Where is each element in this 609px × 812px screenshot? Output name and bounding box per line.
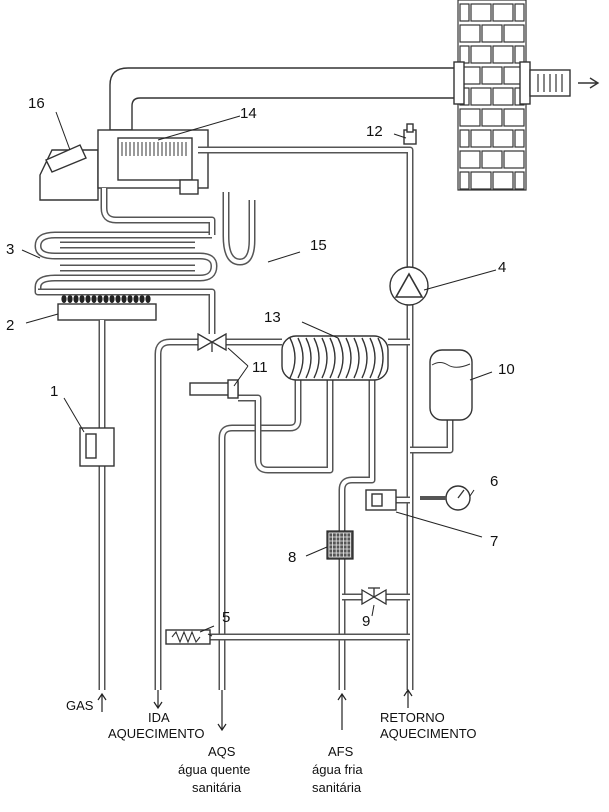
expansion-vessel bbox=[429, 349, 473, 421]
circulation-pump bbox=[389, 266, 429, 306]
flow-switch bbox=[165, 629, 211, 645]
callout-13: 13 bbox=[264, 309, 281, 326]
callout-8: 8 bbox=[288, 549, 296, 566]
condensate-trap bbox=[222, 192, 256, 266]
label-afs-2: água fria bbox=[312, 762, 363, 777]
label-aqs-3: sanitária bbox=[192, 780, 242, 795]
aqs-out-arrow-icon bbox=[217, 690, 227, 732]
callout-11: 11 bbox=[252, 359, 268, 376]
ida-out-arrow-icon bbox=[153, 690, 163, 710]
three-way-valve bbox=[189, 332, 239, 399]
label-afs-3: sanitária bbox=[312, 780, 362, 795]
air-vent bbox=[403, 123, 417, 145]
callout-6: 6 bbox=[490, 473, 498, 490]
callout-leaders bbox=[21, 111, 497, 637]
flue-duct bbox=[109, 61, 600, 131]
callout-9: 9 bbox=[362, 613, 370, 630]
callout-15: 15 bbox=[310, 237, 327, 254]
filling-valve bbox=[361, 587, 387, 606]
label-retorno-2: AQUECIMENTO bbox=[380, 726, 477, 741]
callout-10: 10 bbox=[498, 361, 515, 378]
callout-16: 16 bbox=[28, 95, 45, 112]
burner bbox=[57, 295, 157, 321]
label-ida-2: AQUECIMENTO bbox=[108, 726, 205, 741]
retorno-in-arrow-icon bbox=[403, 688, 413, 708]
callout-5: 5 bbox=[222, 609, 230, 626]
connection-labels: GAS IDA AQUECIMENTO AQS água quente sani… bbox=[66, 698, 477, 795]
callout-3: 3 bbox=[6, 241, 14, 258]
callout-7: 7 bbox=[490, 533, 498, 550]
label-retorno-1: RETORNO bbox=[380, 710, 445, 725]
callout-2: 2 bbox=[6, 317, 14, 334]
gas-in-arrow-icon bbox=[97, 692, 107, 712]
water-filter bbox=[326, 530, 354, 560]
callout-14: 14 bbox=[240, 105, 257, 122]
exhaust-arrow-icon bbox=[578, 77, 600, 89]
callout-4: 4 bbox=[498, 259, 506, 276]
callout-12: 12 bbox=[366, 123, 383, 140]
label-aqs-2: água quente bbox=[178, 762, 250, 777]
flue-heat-exchanger bbox=[97, 129, 209, 195]
dhw-heat-exchanger bbox=[281, 335, 389, 381]
afs-in-arrow-icon bbox=[337, 692, 347, 730]
label-aqs-1: AQS bbox=[208, 744, 236, 759]
pressure-gauge bbox=[420, 485, 471, 511]
fan bbox=[39, 144, 99, 201]
label-afs-1: AFS bbox=[328, 744, 354, 759]
gas-line bbox=[79, 320, 115, 690]
callout-numbers: 1 2 3 4 5 6 7 8 9 10 11 12 13 14 15 16 bbox=[6, 95, 515, 630]
connection-arrows bbox=[97, 688, 413, 732]
main-heat-exchanger bbox=[34, 231, 218, 291]
label-ida-1: IDA bbox=[148, 710, 170, 725]
callout-1: 1 bbox=[50, 383, 58, 400]
chimney-wall bbox=[457, 0, 527, 191]
pipework bbox=[34, 146, 454, 690]
safety-valve bbox=[365, 489, 397, 511]
label-gas: GAS bbox=[66, 698, 94, 713]
